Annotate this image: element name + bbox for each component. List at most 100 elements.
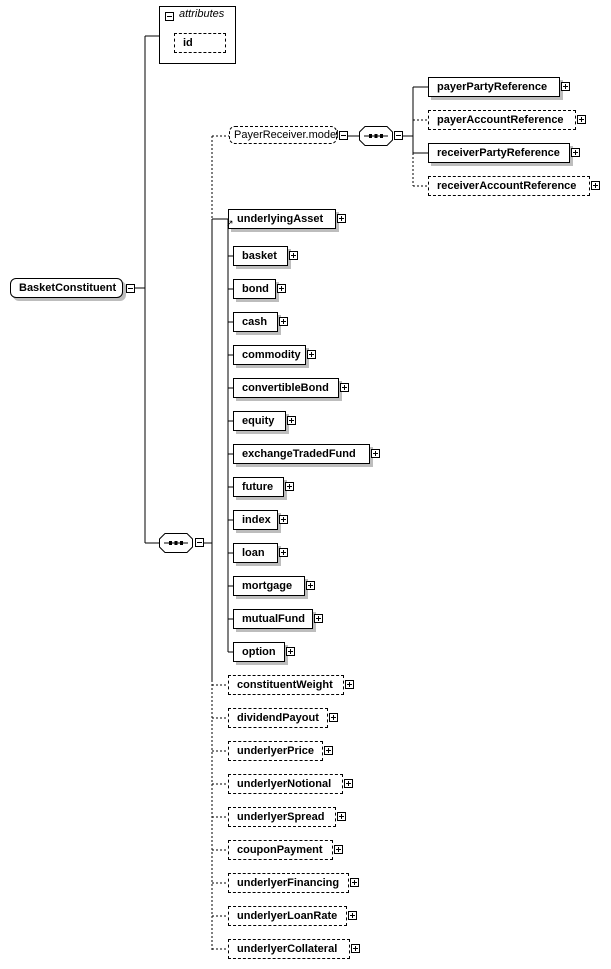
optional-element-underlyer-notional[interactable]: underlyerNotional [228,774,343,794]
optional-element-constituent-weight[interactable]: constituentWeight [228,675,344,695]
optional-element-underlyer-price[interactable]: underlyerPrice [228,741,323,761]
expand-icon[interactable] [371,449,380,458]
expand-icon[interactable] [289,251,298,260]
expand-icon[interactable] [351,944,360,953]
element-label: payerPartyReference [437,81,548,93]
expand-icon[interactable] [277,284,286,293]
optional-element-coupon-payment[interactable]: couponPayment [228,840,333,860]
element-label: convertibleBond [242,382,329,394]
model-group-label: PayerReceiver.model [234,129,339,141]
substitution-element-basket[interactable]: basket [233,246,288,266]
substitution-element-exchange-traded-fund[interactable]: exchangeTradedFund [233,444,370,464]
expand-icon[interactable] [348,911,357,920]
payer-receiver-element-receiver-party-reference[interactable]: receiverPartyReference [428,143,570,163]
expand-icon[interactable] [329,713,338,722]
element-label: equity [242,415,275,427]
element-label: constituentWeight [237,679,333,691]
element-label: index [242,514,271,526]
element-label: bond [242,283,269,295]
sequence-shape [159,533,193,553]
underlying-asset-label: underlyingAsset [237,213,324,225]
element-label: payerAccountReference [437,114,564,126]
root-element[interactable]: BasketConstituent [10,278,123,298]
element-label: future [242,481,274,493]
substitution-element-mortgage[interactable]: mortgage [233,576,305,596]
expand-icon[interactable] [337,214,346,223]
expand-icon[interactable] [279,515,288,524]
element-label: underlyerPrice [237,745,315,757]
payer-receiver-element-receiver-account-reference[interactable]: receiverAccountReference [428,176,590,196]
collapse-icon[interactable] [165,12,174,21]
root-element-label: BasketConstituent [19,282,117,294]
expand-icon[interactable] [279,548,288,557]
expand-icon[interactable] [279,317,288,326]
substitution-element-commodity[interactable]: commodity [233,345,306,365]
sequence-compositor-icon[interactable] [359,126,393,151]
expand-icon[interactable] [286,647,295,656]
expand-icon[interactable] [340,383,349,392]
expand-icon[interactable] [337,812,346,821]
expand-icon[interactable] [571,148,580,157]
element-label: underlyerNotional [237,778,332,790]
underlying-asset-element[interactable]: underlyingAsset [228,209,336,229]
expand-icon[interactable] [306,581,315,590]
element-label: mortgage [242,580,293,592]
attributes-title: attributes [179,8,225,20]
element-label: cash [242,316,268,328]
element-label: receiverPartyReference [437,147,560,159]
optional-element-underlyer-collateral[interactable]: underlyerCollateral [228,939,350,959]
element-label: exchangeTradedFund [242,448,356,460]
optional-element-dividend-payout[interactable]: dividendPayout [228,708,328,728]
collapse-icon[interactable] [394,131,403,140]
expand-icon[interactable] [577,115,586,124]
substitution-element-loan[interactable]: loan [233,543,278,563]
attributes-group: attributes id [159,6,236,64]
expand-icon[interactable] [344,779,353,788]
substitution-element-equity[interactable]: equity [233,411,286,431]
expand-icon[interactable] [314,614,323,623]
expand-icon[interactable] [324,746,333,755]
sequence-shape [359,126,393,146]
substitution-arrow-icon: ↗ [226,218,234,228]
collapse-icon[interactable] [339,131,348,140]
optional-element-underlyer-loan-rate[interactable]: underlyerLoanRate [228,906,347,926]
element-label: dividendPayout [237,712,319,724]
substitution-element-mutual-fund[interactable]: mutualFund [233,609,313,629]
collapse-icon[interactable] [195,538,204,547]
element-label: underlyerLoanRate [237,910,338,922]
element-label: mutualFund [242,613,305,625]
element-label: underlyerCollateral [237,943,338,955]
sequence-compositor-icon[interactable] [159,533,193,558]
substitution-element-bond[interactable]: bond [233,279,276,299]
substitution-element-index[interactable]: index [233,510,278,530]
element-label: underlyerFinancing [237,877,340,889]
attribute-id[interactable]: id [174,33,226,53]
substitution-element-cash[interactable]: cash [233,312,278,332]
element-label: commodity [242,349,301,361]
collapse-icon[interactable] [126,284,135,293]
expand-icon[interactable] [334,845,343,854]
payer-receiver-element-payer-account-reference[interactable]: payerAccountReference [428,110,576,130]
payer-receiver-element-payer-party-reference[interactable]: payerPartyReference [428,77,560,97]
expand-icon[interactable] [307,350,316,359]
payer-receiver-model-group[interactable]: PayerReceiver.model [229,126,339,144]
element-label: option [242,646,276,658]
element-label: receiverAccountReference [437,180,577,192]
expand-icon[interactable] [561,82,570,91]
element-label: basket [242,250,277,262]
element-label: couponPayment [237,844,323,856]
optional-element-underlyer-spread[interactable]: underlyerSpread [228,807,336,827]
expand-icon[interactable] [345,680,354,689]
expand-icon[interactable] [285,482,294,491]
expand-icon[interactable] [591,181,600,190]
substitution-element-option[interactable]: option [233,642,285,662]
element-label: underlyerSpread [237,811,325,823]
substitution-element-convertible-bond[interactable]: convertibleBond [233,378,339,398]
expand-icon[interactable] [350,878,359,887]
optional-element-underlyer-financing[interactable]: underlyerFinancing [228,873,349,893]
element-label: loan [242,547,265,559]
substitution-element-future[interactable]: future [233,477,284,497]
expand-icon[interactable] [287,416,296,425]
